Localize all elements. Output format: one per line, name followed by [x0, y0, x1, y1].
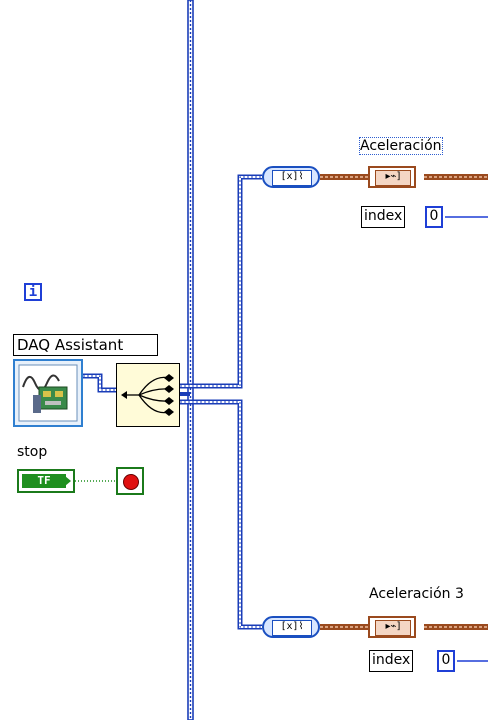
- split-signals-icon[interactable]: [116, 363, 180, 427]
- array-glyph: ▸⌁]: [375, 620, 411, 636]
- terminal-output-arrow-icon: [65, 476, 71, 486]
- waveform-array-icon[interactable]: ▸⌁]: [368, 166, 416, 188]
- stop-terminal-text: TF: [22, 474, 66, 488]
- waveform-array-icon[interactable]: ▸⌁]: [368, 616, 416, 638]
- daq-assistant-icon[interactable]: [13, 359, 83, 427]
- converter-glyph: [x]⌇: [272, 620, 312, 636]
- upper-index-value[interactable]: 0: [425, 206, 443, 228]
- upper-branch-wire[interactable]: [180, 174, 262, 389]
- converter-glyph: [x]⌇: [272, 170, 312, 186]
- stop-label: stop: [17, 444, 48, 460]
- lower-index-value[interactable]: 0: [437, 650, 455, 672]
- upper-indicator-label[interactable]: Aceleración: [359, 137, 443, 155]
- convert-from-dynamic-data-icon[interactable]: [x]⌇: [262, 166, 320, 188]
- lower-indicator-label[interactable]: Aceleración 3: [369, 586, 464, 602]
- stop-boolean-terminal[interactable]: TF: [17, 469, 75, 493]
- daq-output-wire[interactable]: [83, 373, 116, 393]
- array-glyph: ▸⌁]: [375, 170, 411, 186]
- daq-assistant-label: DAQ Assistant: [13, 334, 158, 356]
- convert-from-dynamic-data-icon[interactable]: [x]⌇: [262, 616, 320, 638]
- upper-waveform-wire[interactable]: [320, 174, 488, 180]
- main-dynamic-wire[interactable]: [187, 0, 194, 720]
- lower-branch-wire[interactable]: [180, 399, 262, 630]
- lower-waveform-wire[interactable]: [320, 624, 488, 630]
- loop-iteration-terminal[interactable]: i: [24, 283, 42, 301]
- stop-circle-icon[interactable]: [116, 467, 144, 495]
- lower-index-label: index: [369, 650, 414, 672]
- upper-index-label: index: [361, 206, 406, 228]
